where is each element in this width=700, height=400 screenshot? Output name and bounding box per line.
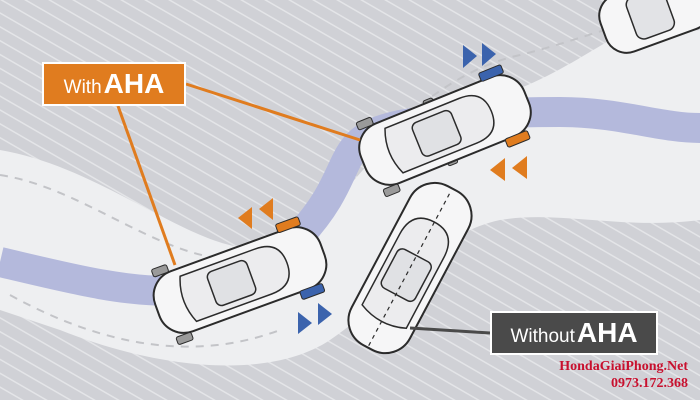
- with-aha-pointer: [185, 82, 361, 142]
- lane-line: [9, 294, 281, 348]
- watermark-phone: 0973.172.368: [611, 376, 688, 391]
- car-without-aha: [347, 181, 473, 355]
- without-aha-highlight: AHA: [576, 317, 638, 348]
- orange-arrows-left: [238, 198, 273, 229]
- orange-wheel-indicator: [275, 216, 301, 234]
- car-with-aha-center: [355, 64, 532, 197]
- with-aha-callout: With AHA: [42, 62, 186, 106]
- with-aha-highlight: AHA: [103, 68, 165, 99]
- orange-wheel-indicator: [504, 130, 531, 148]
- with-aha-prefix: With: [63, 77, 102, 98]
- with-aha-pointer: [116, 105, 177, 266]
- without-aha-prefix: Without: [510, 326, 575, 347]
- blue-wheel-indicator: [299, 283, 326, 300]
- car-top-right: [598, 0, 700, 54]
- blue-arrows-top: [463, 43, 496, 68]
- blue-arrows-left: [298, 303, 332, 334]
- car-with-aha-left: [151, 216, 328, 345]
- watermark-site: HondaGiaiPhong.Net: [559, 359, 688, 374]
- blue-wheel-indicator: [478, 64, 504, 82]
- without-aha-callout: Without AHA: [490, 311, 658, 355]
- without-aha-pointer: [409, 326, 491, 335]
- watermark: HondaGiaiPhong.Net 0973.172.368: [559, 358, 688, 392]
- orange-arrows-center: [490, 156, 527, 181]
